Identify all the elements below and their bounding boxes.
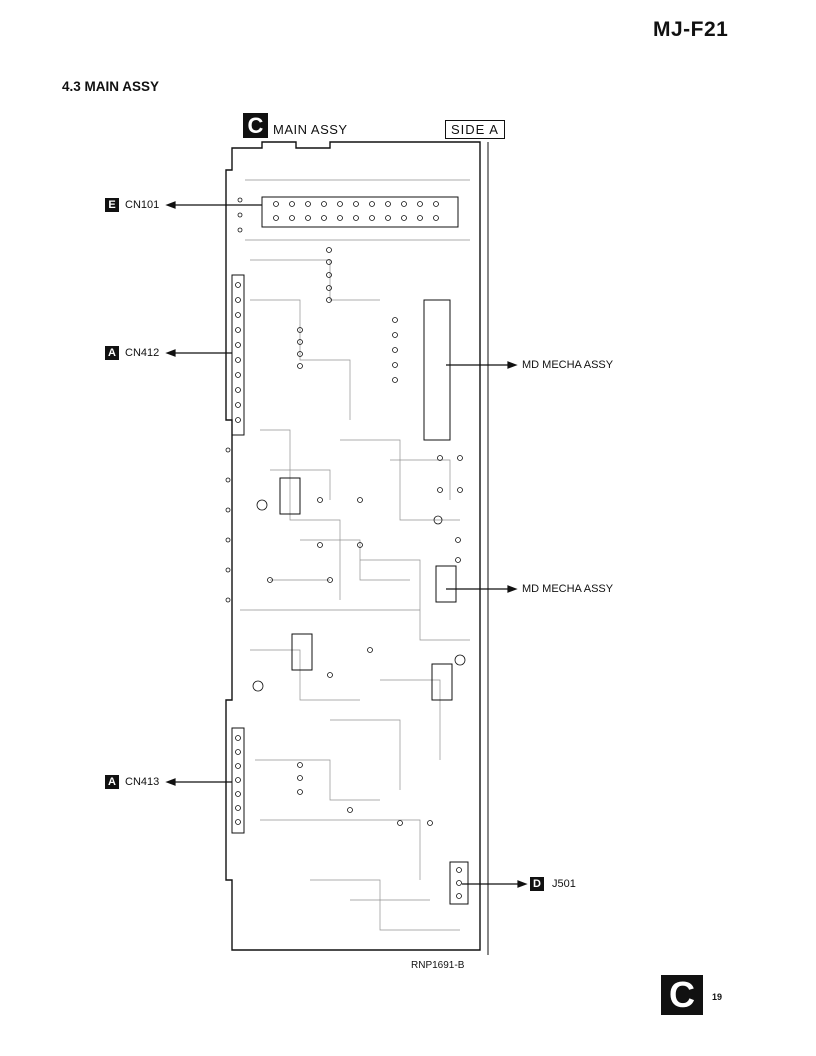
callout-badge-cn413: A <box>105 775 119 789</box>
connector-cn403 <box>423 299 451 441</box>
callout-badge-j501: D <box>530 877 544 891</box>
callout-label-md-mecha-1: MD MECHA ASSY <box>522 359 614 371</box>
board-badge: C <box>243 113 268 138</box>
connector-j501 <box>449 861 469 905</box>
connector-cn101 <box>261 196 459 228</box>
callout-label-cn413: CN413 <box>125 776 160 788</box>
board-title: MAIN ASSY <box>273 122 348 137</box>
pcb-traces <box>240 179 470 931</box>
footer-section-badge: C <box>661 975 703 1015</box>
connector-cn413 <box>231 727 245 834</box>
model-name: MJ-F21 <box>653 18 729 41</box>
callout-label-j501: J501 <box>552 878 576 890</box>
callout-label-cn101: CN101 <box>125 199 160 211</box>
pads <box>225 197 466 899</box>
board-part-number: RNP1691-B <box>411 960 465 971</box>
page-number: 19 <box>712 992 723 1002</box>
connector-cn412 <box>231 274 245 436</box>
side-indicator: SIDE A <box>445 120 505 139</box>
callout-arrows <box>165 201 528 888</box>
callout-badge-cn101: E <box>105 198 119 212</box>
callout-label-md-mecha-2: MD MECHA ASSY <box>522 583 614 595</box>
callout-badge-cn412: A <box>105 346 119 360</box>
ic-chips <box>279 477 457 701</box>
board-outline <box>225 141 489 955</box>
callout-label-cn412: CN412 <box>125 347 160 359</box>
section-title: 4.3 MAIN ASSY <box>62 79 160 94</box>
